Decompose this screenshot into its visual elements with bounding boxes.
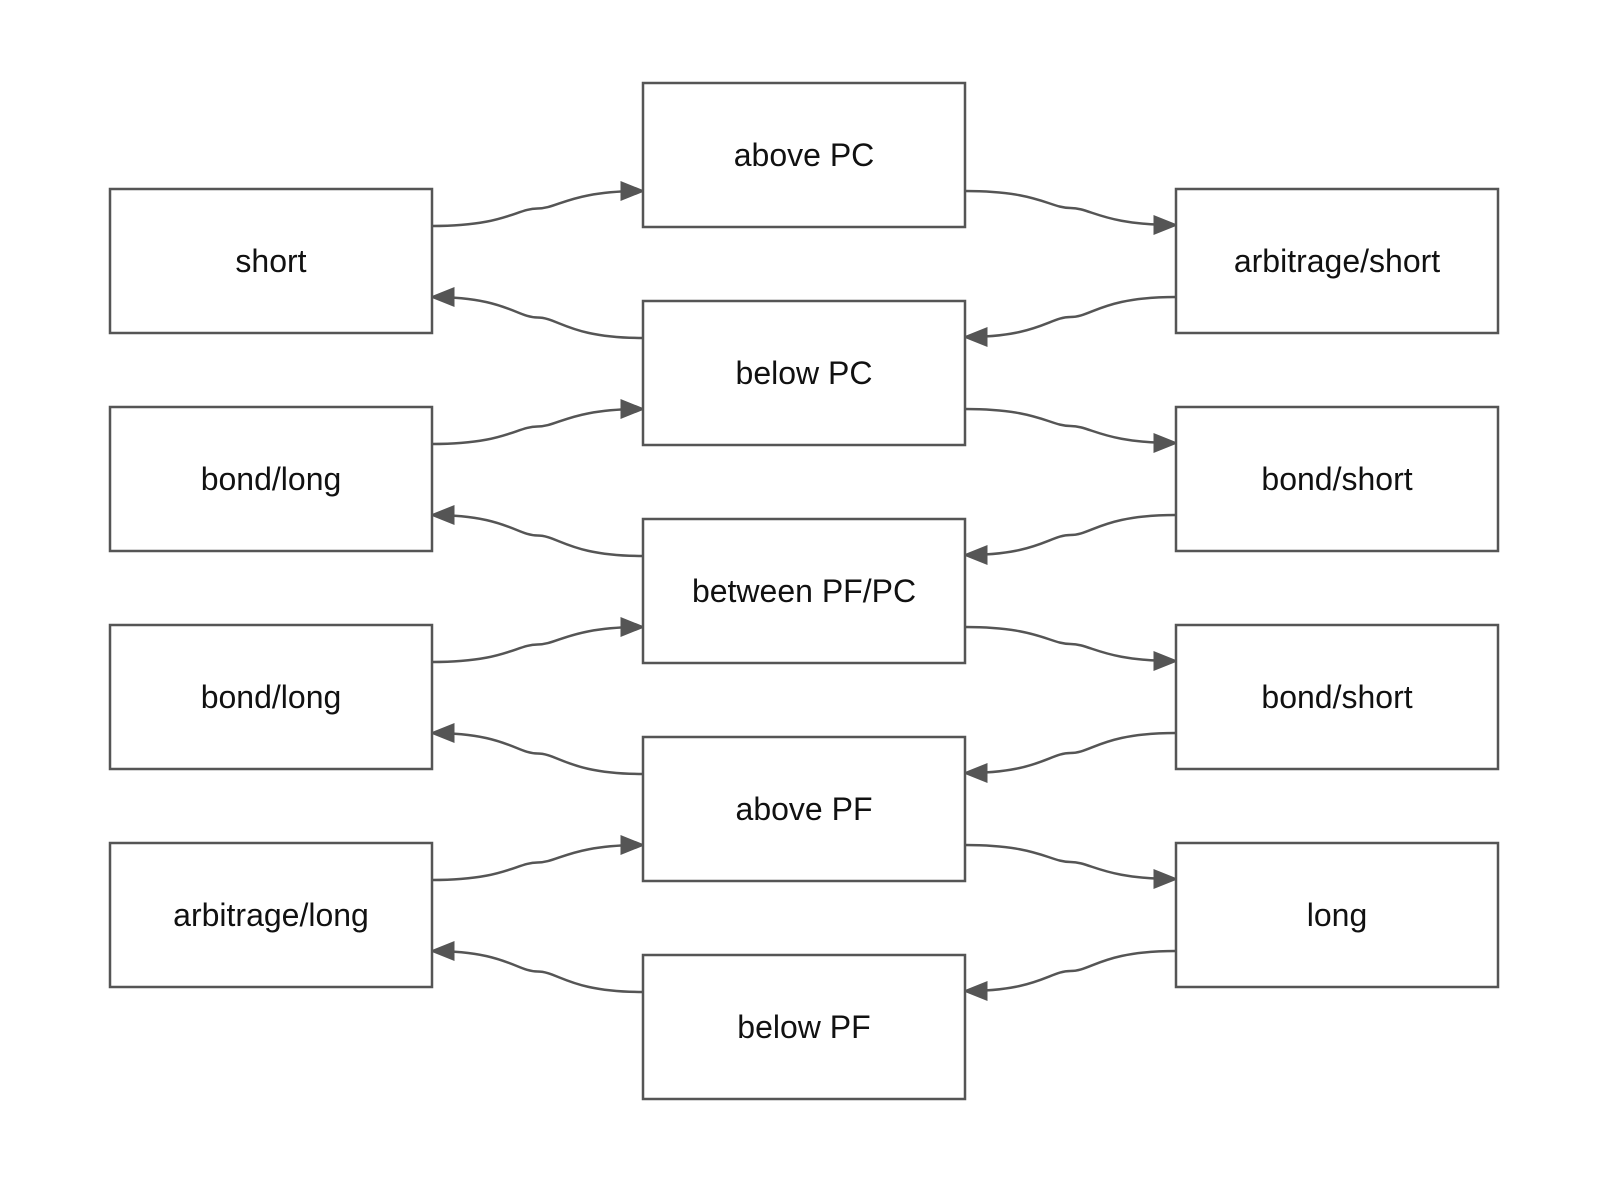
arrow-M3-to-L2 [429, 505, 644, 558]
arrow-L4-to-M4 [431, 835, 646, 882]
arrow-M4-to-L3 [429, 723, 644, 776]
node-label: below PC [736, 355, 873, 391]
node-label: bond/long [201, 679, 342, 715]
edges [429, 181, 1179, 1001]
arrow-R2-to-M3 [962, 513, 1177, 565]
node-right-4: long [1174, 841, 1500, 989]
node-label: bond/short [1261, 461, 1412, 497]
arrow-R1-to-M2 [962, 295, 1177, 347]
node-label: bond/short [1261, 679, 1412, 715]
node-label: long [1307, 897, 1368, 933]
arrow-M4-to-R4 [964, 843, 1179, 889]
node-middle-1: above PC [641, 81, 967, 229]
node-left-4: arbitrage/long [108, 841, 434, 989]
node-label: arbitrage/long [173, 897, 369, 933]
node-middle-3: between PF/PC [641, 517, 967, 665]
arrow-M3-to-R3 [964, 625, 1179, 671]
node-left-1: short [108, 187, 434, 335]
arrow-R4-to-M5 [962, 949, 1177, 1001]
node-label: above PF [736, 791, 873, 827]
arrow-M5-to-L4 [429, 941, 644, 994]
arrow-M1-to-R1 [964, 189, 1179, 235]
node-label: bond/long [201, 461, 342, 497]
node-right-1: arbitrage/short [1174, 187, 1500, 335]
node-middle-5: below PF [641, 953, 967, 1101]
arrow-L3-to-M3 [431, 617, 646, 664]
arrow-M2-to-R2 [964, 407, 1179, 453]
node-label: above PC [734, 137, 875, 173]
arrow-M2-to-L1 [429, 287, 644, 340]
node-left-3: bond/long [108, 623, 434, 771]
node-middle-4: above PF [641, 735, 967, 883]
node-label: arbitrage/short [1234, 243, 1440, 279]
node-right-3: bond/short [1174, 623, 1500, 771]
arrow-L2-to-M2 [431, 399, 646, 446]
node-right-2: bond/short [1174, 405, 1500, 553]
node-label: short [235, 243, 306, 279]
arrow-R3-to-M4 [962, 731, 1177, 783]
node-label: between PF/PC [692, 573, 916, 609]
node-middle-2: below PC [641, 299, 967, 447]
arrow-L1-to-M1 [431, 181, 646, 228]
node-left-2: bond/long [108, 405, 434, 553]
node-label: below PF [737, 1009, 870, 1045]
